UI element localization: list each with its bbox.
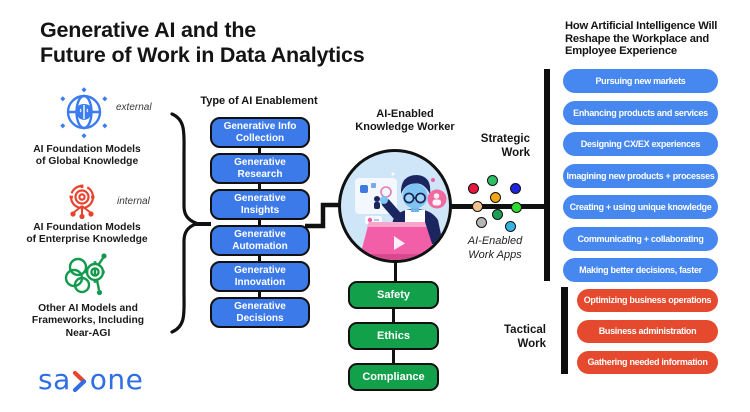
sayone-logo: sa one: [38, 363, 143, 396]
source-tag-internal: internal: [117, 196, 150, 207]
right-panel-header: How Artificial Intelligence Will Reshape…: [565, 20, 718, 58]
enablement-box-automation: Generative Automation: [210, 225, 310, 256]
tactical-work-label: Tactical Work: [504, 324, 546, 350]
outcome-pill: Designing CX/EX experiences: [563, 132, 718, 156]
box-connector-line: [258, 256, 261, 261]
dot-gray: [475, 216, 487, 228]
dot-dark-green: [491, 208, 503, 220]
outcome-pill: Imagining new products + processes: [563, 163, 718, 188]
logo-text-post: one: [89, 363, 144, 396]
brace-connector-line: [193, 221, 211, 226]
outcome-pill: Making better decisions, faster: [563, 258, 718, 282]
globe-brain-icon: [57, 86, 111, 145]
logo-text-pre: sa: [38, 363, 71, 396]
dot-green: [486, 174, 498, 186]
page-title: Generative AI and the Future of Work in …: [40, 18, 365, 67]
step-connector-line: [305, 202, 343, 229]
tactical-bracket-bar: [561, 287, 568, 374]
box-connector-line: [258, 148, 261, 153]
work-apps-label: AI-Enabled Work Apps: [467, 235, 523, 261]
dot-amber: [489, 191, 501, 203]
governance-box-compliance: Compliance: [348, 363, 439, 391]
enablement-header: Type of AI Enablement: [200, 95, 318, 107]
outcome-pill: Communicating + collaborating: [563, 226, 718, 251]
dot-cyan: [504, 220, 516, 232]
outcome-pill: Enhancing products and services: [563, 100, 718, 125]
outcome-pill: Pursuing new markets: [563, 69, 718, 93]
main-flow-line: [449, 204, 544, 209]
knowledge-worker-illustration: [338, 149, 452, 263]
governance-connector-line: [392, 350, 395, 363]
box-connector-line: [258, 292, 261, 297]
enablement-box-innovation: Generative Innovation: [210, 261, 310, 292]
worker-heading: AI-Enabled Knowledge Worker: [355, 108, 455, 134]
box-connector-line: [258, 184, 261, 189]
dot-peach: [471, 200, 483, 212]
governance-box-ethics: Ethics: [348, 322, 439, 350]
enablement-box-insights: Generative Insights: [210, 189, 310, 220]
outcome-pill: Creating + using unique knowledge: [563, 195, 718, 219]
source-label-global: AI Foundation Models of Global Knowledge: [33, 144, 141, 168]
dot-lime: [510, 201, 522, 213]
strategic-work-label: Strategic Work: [480, 133, 530, 159]
strategic-bracket-bar: [543, 69, 550, 281]
enablement-box-research: Generative Research: [210, 153, 310, 184]
outcome-pill: Optimizing business operations: [577, 288, 718, 312]
circle-governance-line: [393, 262, 397, 282]
enablement-box-info-collection: Generative Info Collection: [210, 117, 310, 148]
logo-chevron-icon: [72, 370, 86, 393]
governance-box-safety: Safety: [348, 281, 439, 309]
gear-network-icon: [62, 182, 102, 227]
governance-connector-line: [392, 309, 395, 322]
source-label-other-models: Other AI Models and Frameworks, Includin…: [31, 303, 145, 339]
outcome-pill: Gathering needed information: [577, 350, 718, 374]
box-connector-line: [258, 220, 261, 225]
dot-red: [467, 182, 479, 194]
enablement-box-decisions: Generative Decisions: [210, 297, 310, 328]
source-tag-external: external: [116, 102, 152, 113]
dot-blue: [509, 182, 521, 194]
source-label-enterprise: AI Foundation Models of Enterprise Knowl…: [26, 222, 148, 246]
outcome-pill: Business administration: [577, 319, 718, 343]
brain-gear-icon: [61, 249, 113, 306]
